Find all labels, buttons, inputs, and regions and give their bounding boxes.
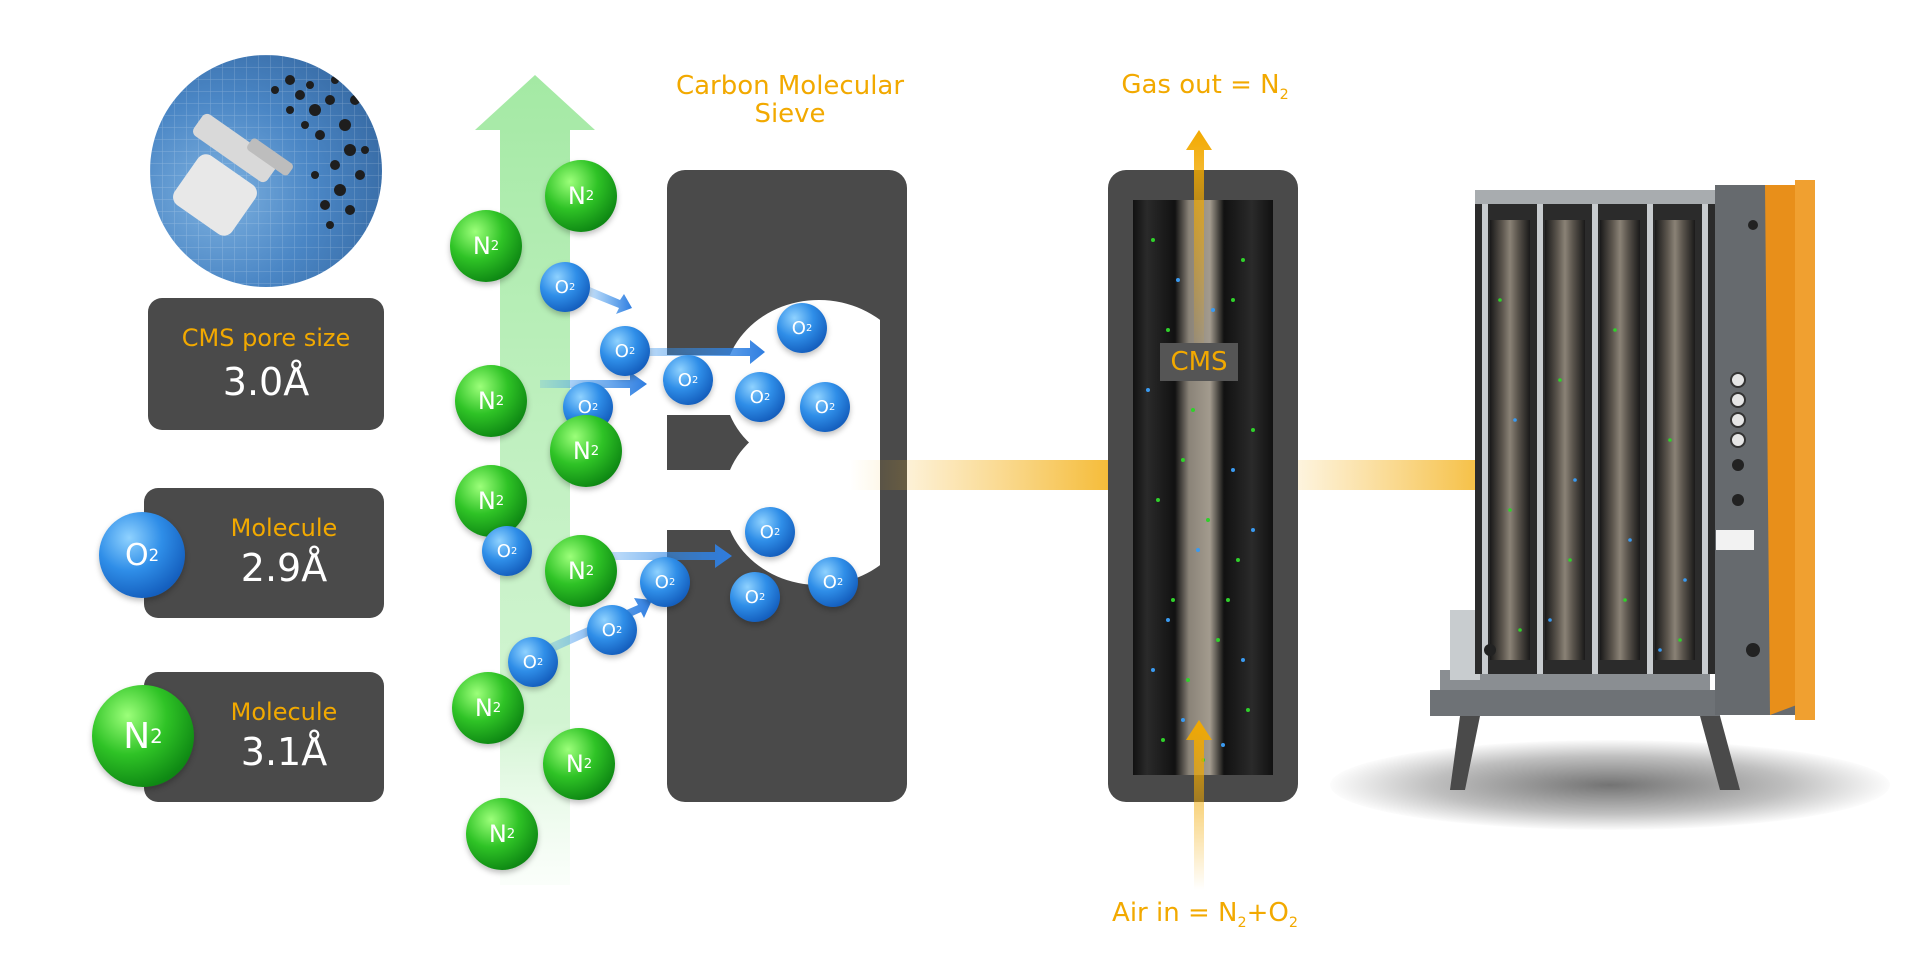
gas-out-arrow bbox=[1186, 130, 1212, 360]
n2-card-title: Molecule bbox=[230, 698, 338, 726]
sieve-title: Carbon Molecular Sieve bbox=[675, 71, 905, 129]
generator-shadow bbox=[1330, 740, 1890, 830]
o2-molecule-card: Molecule 2.9Å bbox=[144, 488, 384, 618]
o2-card-value: 2.9Å bbox=[240, 546, 328, 590]
pore-size-card: CMS pore size 3.0Å bbox=[148, 298, 384, 430]
air-in-arrow bbox=[1186, 720, 1212, 890]
n2-card-value: 3.1Å bbox=[240, 730, 328, 774]
process-arrow-to-column bbox=[850, 447, 1175, 503]
pore-size-value: 3.0Å bbox=[222, 360, 310, 404]
nitrogen-generator bbox=[1430, 180, 1815, 790]
air-in-label: Air in = N2+O2 bbox=[1112, 898, 1298, 932]
pore-size-title: CMS pore size bbox=[181, 324, 351, 352]
o2-card-title: Molecule bbox=[230, 514, 338, 542]
o2-flow-arrows bbox=[540, 285, 765, 656]
cms-micrometer-image bbox=[150, 55, 382, 287]
cms-label: CMS bbox=[1160, 343, 1238, 381]
gas-out-label: Gas out = N2 bbox=[1121, 70, 1289, 104]
